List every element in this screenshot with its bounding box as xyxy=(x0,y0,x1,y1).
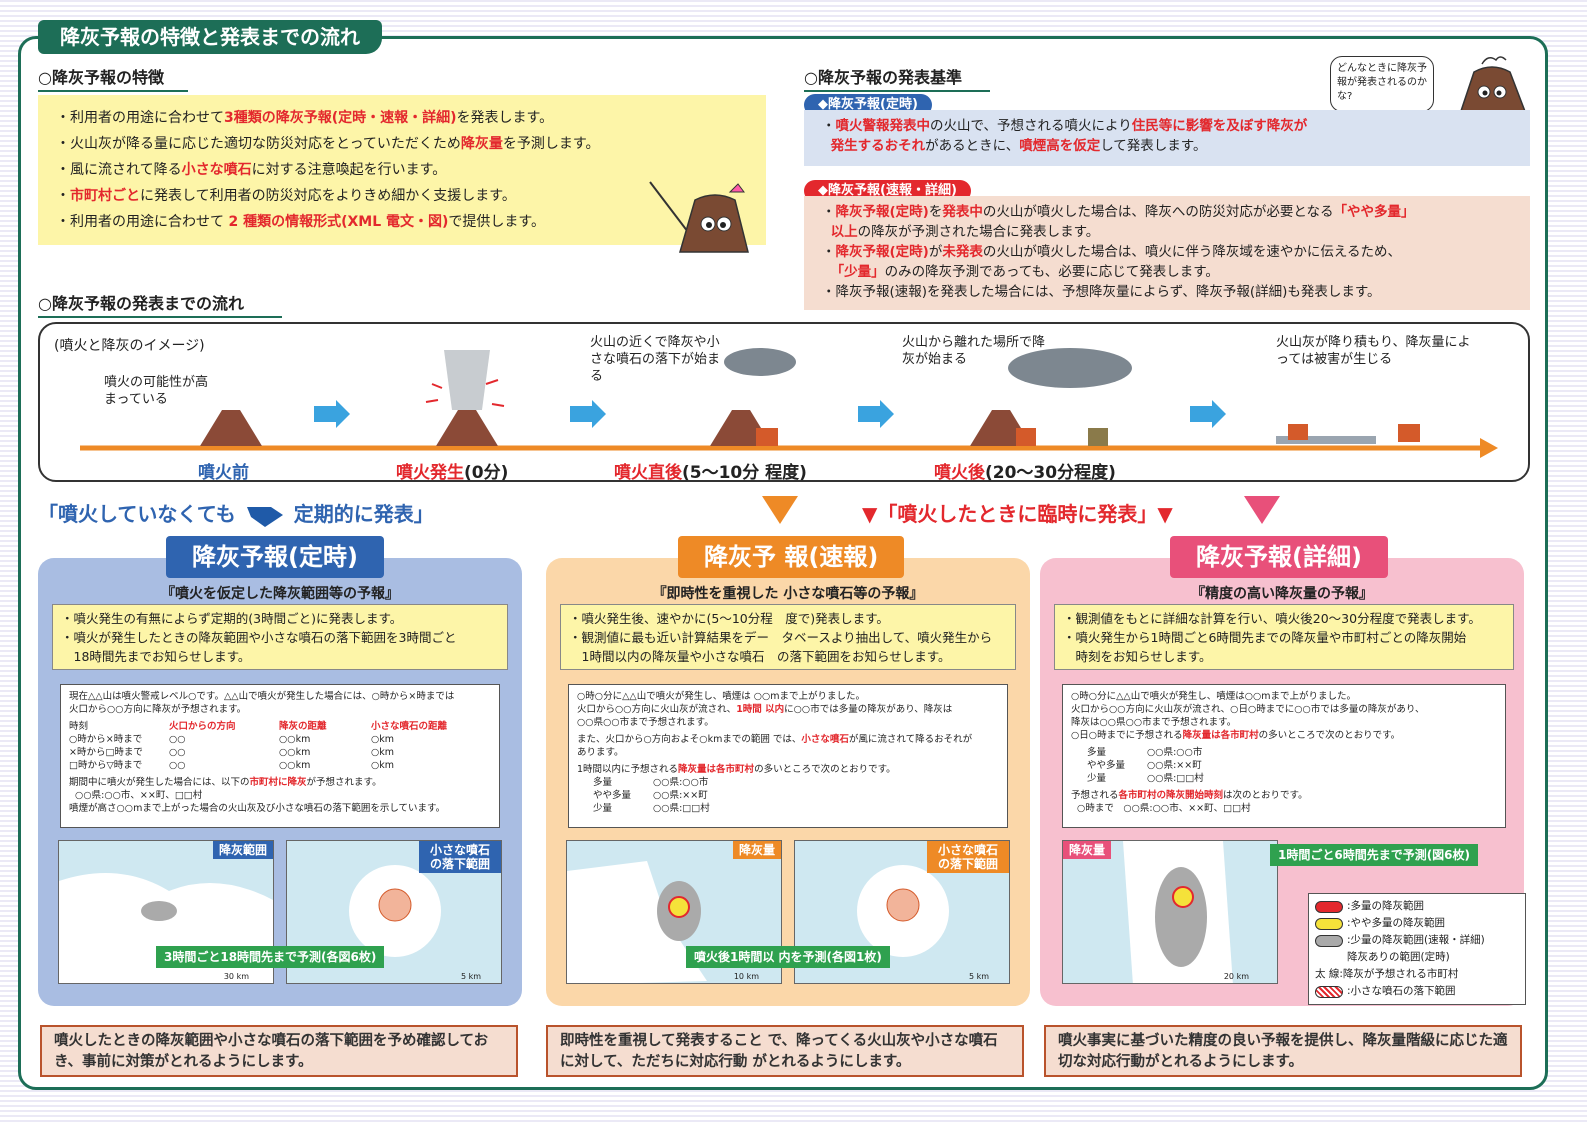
teiji-criteria-box: ・噴火警報発表中の火山で、予想される噴火により住民等に影響を及ぼす降灰が 発生す… xyxy=(804,110,1530,166)
stage-just-after: 噴火直後(5～10分 程度) xyxy=(614,463,807,483)
temporary-caption: ▼「噴火したときに臨時に発表」▼ xyxy=(862,502,1173,526)
sokuho-title: 降灰予 報(速報) xyxy=(678,536,905,578)
sokuho-criteria-box: ・降灰予報(定時)を発表中の火山が噴火した場合は、降灰への防災対応が必要となる「… xyxy=(804,196,1530,310)
teiji-summary: 噴火したときの降灰範囲や小さな噴石の落下範囲を予め確認しておき、事前に対策がとれ… xyxy=(40,1025,518,1077)
arrow-down-icon xyxy=(762,496,798,524)
stage-eruption: 噴火発生(0分) xyxy=(396,463,509,483)
criteria-heading: ○降灰予報の発表基準 xyxy=(804,64,990,92)
speech-bubble: どんなときに降灰予報が発表されるのかな? xyxy=(1330,56,1434,112)
features-box: 利用者の用途に合わせて3種類の降灰予報(定時・速報・詳細)を発表します。 火山灰… xyxy=(38,95,766,245)
sokuho-sample-text: ○時○分に△△山で噴火が発生し、噴煙は ○○mまで上がりました。 火口から○○方… xyxy=(568,684,1008,828)
flow-caption-3: 火山から離れた場所で降灰が始まる xyxy=(902,335,1046,367)
feature-item: 市町村ごとに発表して利用者の防災対応をよりきめ細かく支援します。 xyxy=(56,183,766,209)
teiji-subtitle: 『噴火を仮定した降灰範囲等の予報』 xyxy=(161,586,399,602)
legend-item: :やや多量の降灰範囲 xyxy=(1315,915,1519,932)
sokuho-description: ・噴火発生後、速やかに(5～10分程 度で)発表します。・観測値に最も近い計算結… xyxy=(560,604,1016,670)
legend-item: :少量の降灰範囲(速報・詳細) xyxy=(1315,932,1519,949)
shosai-sample-text: ○時○分に△△山で噴火が発生し、噴煙は○○mまで上がりました。 火口から○○方向… xyxy=(1062,684,1506,828)
flow-heading: ○降灰予報の発表までの流れ xyxy=(38,290,282,318)
flow-caption-4: 火山灰が降り積もり、降灰量によっては被害が生じる xyxy=(1276,335,1471,367)
eruption-illustration xyxy=(80,348,1498,458)
legend-item: 太 線:降灰が予想される市町村 xyxy=(1315,968,1459,980)
map-legend: :多量の降灰範囲 :やや多量の降灰範囲 :少量の降灰範囲(速報・詳細) 降灰あり… xyxy=(1308,893,1526,1005)
teiji-sample-text: 現在△△山は噴火警戒レベル○です。△△山で噴火が発生した場合には、○時から×時ま… xyxy=(60,684,500,828)
shosai-title: 降灰予報(詳細) xyxy=(1170,536,1388,578)
legend-item: 降灰ありの範囲(定時) xyxy=(1347,951,1450,963)
sokuho-ash-map: 降灰量 10 km xyxy=(566,840,782,984)
sokuho-forecast-tag: 噴火後1時間以 内を予測(各図1枚) xyxy=(686,946,890,968)
teiji-forecast-tag: 3時間ごと18時間先まで予測(各図6枚) xyxy=(156,946,385,968)
feature-item: 風に流されて降る小さな噴石に対する注意喚起を行います。 xyxy=(56,157,766,183)
legend-item: :多量の降灰範囲 xyxy=(1315,898,1519,915)
teiji-title: 降灰予報(定時) xyxy=(166,536,384,578)
feature-item: 利用者の用途に合わせて 2 種類の情報形式(XML 電文・図)で提供します。 xyxy=(56,209,766,235)
sokuho-summary: 即時性を重視して発表すること で、降ってくる火山灰や小さな噴石に対して、ただちに… xyxy=(546,1025,1024,1077)
volcano-mascot-pink-icon xyxy=(649,181,749,253)
shosai-description: ・観測値をもとに詳細な計算を行い、噴火後20～30分程度で発表します。・噴火発生… xyxy=(1054,604,1514,670)
arrow-down-icon xyxy=(1244,496,1280,524)
feature-item: 利用者の用途に合わせて3種類の降灰予報(定時・速報・詳細)を発表します。 xyxy=(56,105,766,131)
page-title: 降灰予報の特徴と発表までの流れ xyxy=(38,20,382,54)
feature-item: 火山灰が降る量に応じた適切な防災対応をとっていただくため降灰量を予測します。 xyxy=(56,131,766,157)
stage-before: 噴火前 xyxy=(198,463,249,483)
sokuho-subtitle: 『即時性を重視した 小さな噴石等の予報』 xyxy=(652,586,924,602)
flow-caption-2: 火山の近くで降灰や小さな噴石の落下が始まる xyxy=(590,335,721,384)
shosai-forecast-tag: 1時間ごと6時間先まで予測(図6枚) xyxy=(1270,844,1479,866)
regular-caption: 「噴火していなくても 定期的に発表」 xyxy=(38,498,434,529)
shosai-subtitle: 『精度の高い降灰量の予報』 xyxy=(1191,586,1373,602)
arrow-down-icon xyxy=(246,506,283,527)
teiji-description: ・噴火発生の有無によらず定期的(3時間ごと)に発表します。・噴火が発生したときの… xyxy=(52,604,508,670)
shosai-ash-map: 降灰量 20 km xyxy=(1062,840,1278,984)
stage-after: 噴火後(20～30分程度) xyxy=(934,463,1116,483)
legend-item: :小さな噴石の落下範囲 xyxy=(1315,983,1519,1000)
image-label: (噴火と降灰のイメージ) xyxy=(54,338,205,354)
features-heading: ○降灰予報の特徴 xyxy=(38,64,188,92)
eruption-flow-box: (噴火と降灰のイメージ) 噴火の可能性が高まっている 火山の近くで降灰や小さな噴… xyxy=(38,322,1530,483)
shosai-summary: 噴火事実に基づいた精度の良い予報を提供し、降灰量階級に応じた適切な対応行動がとれ… xyxy=(1044,1025,1522,1077)
flow-caption-1: 噴火の可能性が高まっている xyxy=(104,375,209,407)
